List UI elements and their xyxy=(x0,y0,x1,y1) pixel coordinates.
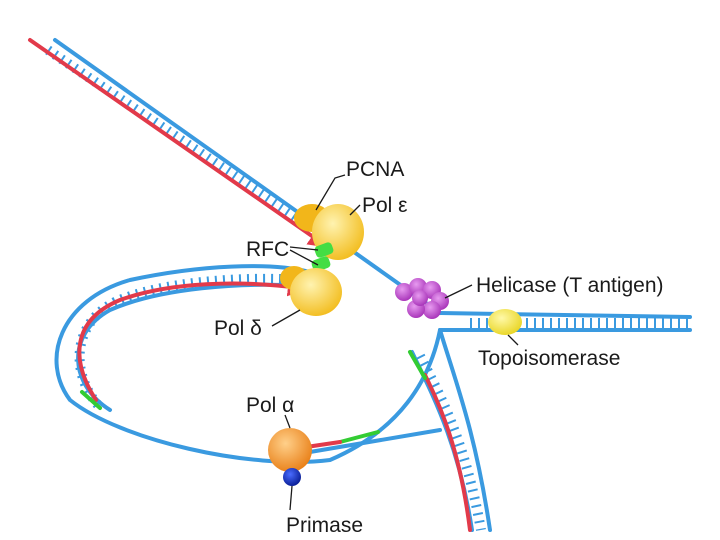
leader-lines xyxy=(271,174,519,511)
helicase xyxy=(395,278,449,319)
pol-delta-shape xyxy=(290,268,342,316)
label-pol-delta: Pol δ xyxy=(214,317,262,340)
lagging-template-tail xyxy=(408,328,492,532)
okazaki-primer-left xyxy=(80,390,102,410)
label-pol-epsilon: Pol ε xyxy=(362,194,408,217)
rfc-block-1 xyxy=(314,242,334,258)
label-rfc: RFC xyxy=(246,238,289,261)
label-topoisomerase: Topoisomerase xyxy=(478,347,620,370)
lagging-fragment-red xyxy=(423,373,472,532)
label-pol-alpha: Pol α xyxy=(246,394,294,417)
rfc-complex xyxy=(311,242,334,272)
topoisomerase-shape xyxy=(488,309,522,335)
primase-shape xyxy=(283,468,301,486)
label-primase: Primase xyxy=(286,514,363,537)
pcna-pol-delta xyxy=(280,266,342,316)
lagging-strand-loop xyxy=(54,264,442,464)
new-primer xyxy=(338,430,380,444)
lagging-new-strand xyxy=(77,276,308,402)
label-helicase: Helicase (T antigen) xyxy=(476,274,664,297)
leading-new-strand xyxy=(28,38,329,248)
okazaki-primer-right xyxy=(408,350,427,380)
rfc-block-2 xyxy=(311,256,331,272)
pol-alpha-shape xyxy=(268,428,312,472)
parental-duplex xyxy=(438,311,692,332)
label-pcna: PCNA xyxy=(346,158,404,181)
leading-strand xyxy=(28,38,442,315)
